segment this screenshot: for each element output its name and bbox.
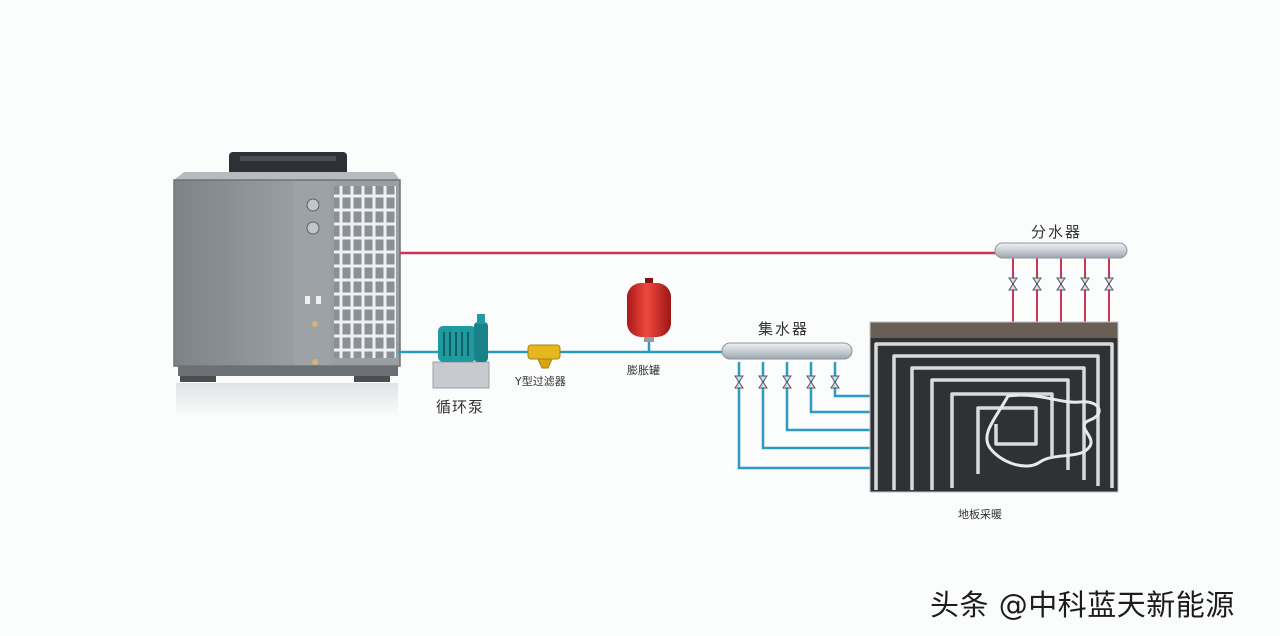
y-filter-label: Y型过滤器 — [515, 375, 566, 388]
supply-pipe — [400, 251, 1110, 322]
distributor-manifold — [994, 242, 1128, 291]
expansion-tank-label: 膨胀罐 — [627, 364, 660, 377]
circulation-pump-label: 循环泵 — [436, 398, 485, 416]
floor-heating-pipes-icon — [869, 321, 1119, 493]
heat-pump-unit-icon — [173, 152, 401, 417]
watermark-text: 头条 @中科蓝天新能源 — [930, 588, 1235, 622]
valve-icon — [734, 375, 840, 389]
collector-manifold — [721, 342, 853, 389]
expansion-tank-icon — [627, 278, 671, 342]
valve-icon — [1008, 277, 1114, 291]
distributor-label: 分水器 — [1031, 223, 1083, 241]
y-filter-icon — [527, 344, 561, 369]
collector-label: 集水器 — [758, 320, 810, 338]
floor-heating-label: 地板采暖 — [958, 508, 1002, 521]
circulation-pump-icon — [432, 314, 490, 389]
